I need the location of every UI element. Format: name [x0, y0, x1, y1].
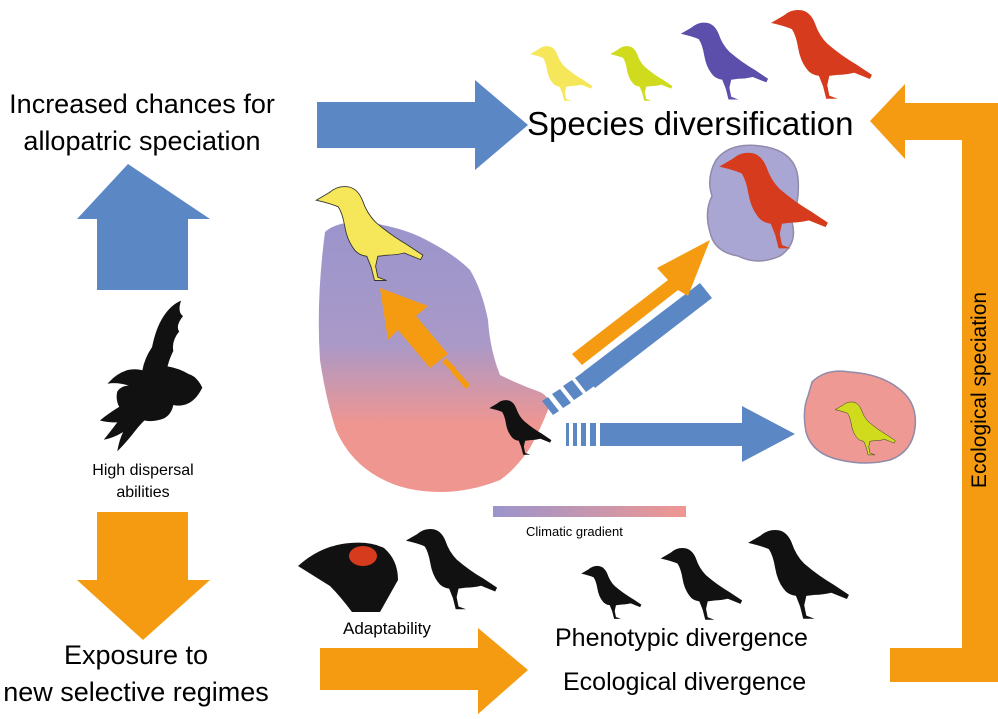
flying-raven-icon	[99, 300, 203, 452]
increased-chances-line1: Increased chances for	[9, 89, 275, 119]
crow-head-icon	[298, 542, 398, 612]
blue-dispersal-arrow-horizontal	[566, 406, 795, 462]
high-dispersal-line2: abilities	[116, 484, 170, 501]
crow-silhouette-icon	[771, 9, 872, 99]
exposure-line2: new selective regimes	[3, 677, 269, 707]
high-dispersal-label: High dispersal abilities	[62, 460, 224, 504]
crow-silhouette-icon	[610, 46, 673, 101]
exposure-label: Exposure to new selective regimes	[0, 637, 282, 711]
increased-chances-line2: allopatric speciation	[23, 126, 261, 156]
exposure-line1: Exposure to	[63, 640, 209, 670]
phenotypic-divergence-label: Phenotypic divergence	[555, 624, 808, 652]
increased-chances-label: Increased chances for allopatric speciat…	[0, 86, 284, 160]
crow-silhouette-icon	[405, 528, 498, 610]
ecological-divergence-label: Ecological divergence	[563, 668, 807, 696]
crow-silhouette-icon	[660, 548, 743, 620]
crow-silhouette-icon	[530, 46, 593, 101]
orange-dispersal-arrow-diagonal	[572, 240, 710, 365]
blue-arrow-to-diversification	[317, 80, 528, 170]
ecological-speciation-bracket	[870, 84, 998, 682]
high-dispersal-line1: High dispersal	[92, 462, 194, 479]
crow-silhouette-icon	[680, 22, 769, 100]
climatic-gradient-bar	[493, 506, 686, 517]
crow-silhouette-icon	[748, 529, 849, 619]
crow-silhouette-icon	[581, 565, 642, 619]
blue-up-arrow	[77, 164, 210, 290]
orange-down-arrow	[77, 512, 210, 640]
orange-dispersal-arrow-up-left	[380, 288, 470, 389]
blue-dispersal-arrow-diagonal	[542, 283, 712, 415]
ecological-speciation-label: Ecological speciation	[968, 291, 991, 489]
adaptability-label: Adaptability	[343, 619, 431, 638]
species-diversification-label: Species diversification	[527, 105, 854, 142]
orange-arrow-to-divergence	[320, 628, 528, 714]
climatic-gradient-label: Climatic gradient	[526, 524, 623, 539]
